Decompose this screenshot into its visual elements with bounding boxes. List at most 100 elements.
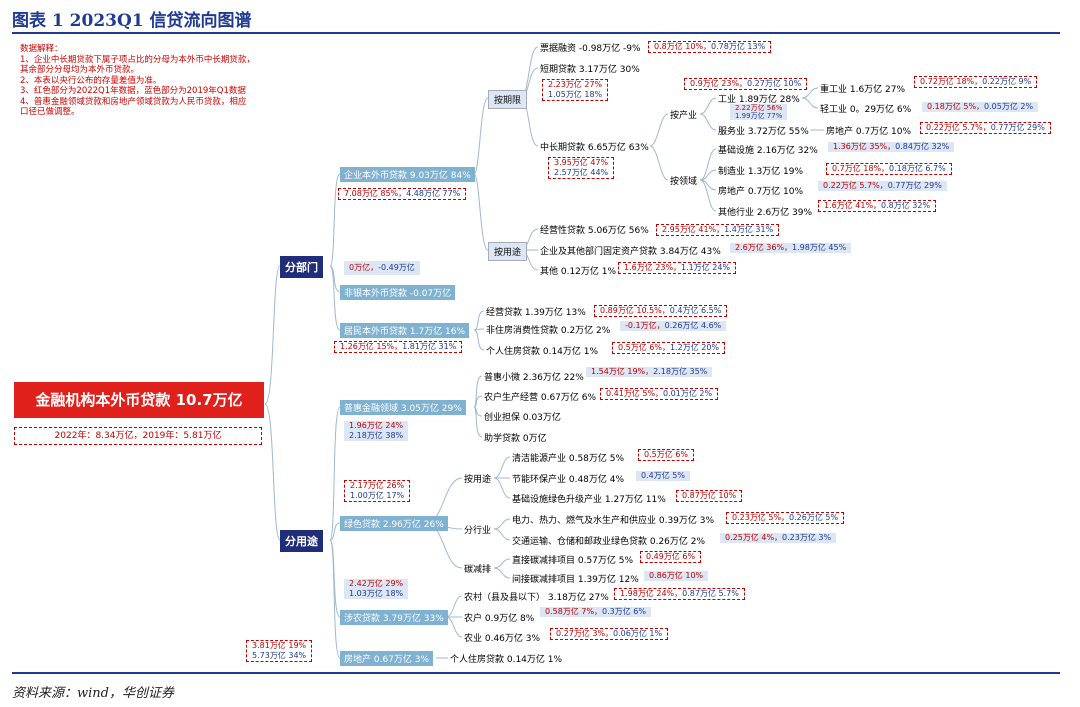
node-household-loans: 居民本外币贷款 1.7万亿 16%: [340, 323, 470, 338]
red-value: 0.49万亿 6%: [646, 552, 696, 561]
red-value: 2.17万亿 26%: [350, 481, 405, 490]
node-industry: 工业 1.89万亿 28%: [718, 95, 800, 105]
blue-value: 0.78万亿 13%: [711, 42, 766, 51]
root-node: 金融机构本外币贷款 10.7万亿: [14, 382, 264, 418]
short-comparison: 2.23万亿 27%1.05万亿 18%: [542, 79, 609, 101]
notes-block: 数据解释： 1、企业中长期贷款下属子项占比的分母为本外币中长期贷款， 其余部分分…: [20, 44, 320, 118]
blue-value: 5.73万亿 34%: [252, 651, 307, 660]
branch-by-use: 分用途: [280, 530, 323, 552]
hh-mort-comparison: 0.5万亿 6%，1.2万亿 20%: [612, 342, 726, 354]
node-direct-carbon: 直接碳减排项目 0.57万亿 5%: [512, 556, 634, 566]
direct-comparison: 0.49万亿 6%: [640, 551, 702, 563]
red-value: 0.5万亿 6%: [644, 450, 688, 459]
light-comparison: 0.18万亿 5%，0.05万亿 2%: [922, 102, 1039, 112]
blue-value: 0.05万亿 2%: [984, 102, 1034, 111]
red-value: 0.22万亿 5.7%，: [926, 123, 991, 132]
node-green-loans: 绿色贷款 2.96万亿 26%: [340, 516, 448, 531]
blue-value: 0.4万亿 6.5%: [669, 306, 722, 315]
source-note: 资料来源：wind，华创证券: [12, 686, 174, 701]
blue-value: 0.22万亿 9%: [982, 77, 1032, 86]
fixed-comparison: 2.6万亿 36%，1.98万亿 45%: [730, 243, 852, 253]
red-value: 0.22万亿 5.7%，: [823, 181, 888, 190]
heavy-comparison: 0.72万亿 18%，0.22万亿 9%: [914, 76, 1038, 88]
agri-comparison: 2.42万亿 29%1.03万亿 18%: [344, 579, 409, 599]
red-value: 0.8万亿 10%，: [654, 42, 712, 51]
red-value: 0.5万亿 6%，: [618, 343, 670, 352]
infra-comparison: 1.36万亿 35%，0.84万亿 32%: [828, 142, 955, 152]
blue-value: 0.18万亿 6.7%: [889, 164, 946, 173]
note-line: 1、企业中长期贷款下属子项占比的分母为本外币中长期贷款，: [20, 54, 255, 65]
branch-green-by-industry: 分行业: [464, 526, 492, 536]
blue-value: 0.84万亿 32%: [895, 142, 950, 151]
mfg-comparison: 0.7万亿 18%，0.18万亿 6.7%: [826, 163, 952, 175]
red-value: 1.26万亿 15%，: [340, 342, 403, 351]
green-comparison: 2.17万亿 26%1.00万亿 17%: [344, 480, 411, 502]
footer-rule: [12, 672, 1060, 674]
infra-up-comparison: 0.87万亿 10%: [676, 490, 743, 502]
blue-value: 1.99万亿 77%: [735, 112, 783, 120]
agr-comparison: 0.27万亿 3%，0.06万亿 1%: [550, 628, 669, 640]
node-startup-guarantee: 创业担保 0.03万亿: [484, 413, 561, 423]
hh-biz-comparison: 0.89万亿 10.5%，0.4万亿 6.5%: [594, 305, 728, 317]
realty1-comparison: 0.22万亿 5.7%，0.77万亿 29%: [920, 122, 1051, 134]
red-value: 0.41万亿 5%，: [606, 389, 664, 398]
blue-value: 2.18万亿 38%: [349, 431, 404, 440]
blue-value: 1.81万亿 31%: [402, 342, 457, 351]
blue-value: 0.3万亿 6%: [602, 607, 647, 616]
red-value: 0.89万亿 10.5%，: [600, 306, 670, 315]
red-value: 0.27万亿 3%，: [556, 629, 614, 638]
inclusive-comparison: 1.96万亿 24%2.18万亿 38%: [344, 421, 409, 441]
note-line: 2、本表以央行公布的存量差值为准。: [20, 75, 162, 86]
blue-value: -0.49万亿: [378, 263, 415, 272]
node-other-loans: 其他 0.12万亿 1%: [540, 267, 617, 277]
node-farm-production: 农户生产经营 0.67万亿 6%: [484, 393, 597, 403]
node-corp-loans: 企业本外币贷款 9.03万亿 84%: [340, 167, 475, 182]
red-value: 0.72万亿 18%，: [920, 77, 983, 86]
red-value: 7.08万亿 85%，: [344, 189, 407, 198]
blue-value: 1.00万亿 17%: [350, 491, 405, 500]
red-value: 0.25万亿 4%，: [725, 533, 783, 542]
trans-comparison: 0.25万亿 4%，0.23万亿 3%: [720, 533, 837, 543]
node-inclusive-finance: 普惠金融领域 3.05万亿 29%: [340, 400, 466, 415]
red-value: 3.81万亿 19%: [252, 641, 307, 650]
red-value: 0.18万亿 5%，: [927, 102, 985, 111]
farm-comparison: 0.41万亿 5%，0.01万亿 2%: [600, 388, 719, 400]
red-value: 1.6万亿 41%，: [824, 201, 882, 210]
blue-value: 0.27万亿 10%: [747, 79, 802, 88]
blue-value: 0.23万亿 3%: [782, 533, 832, 542]
note-line: 其余部分分母均为本外币贷款。: [20, 65, 140, 75]
note-line: 口径已做调整。: [20, 107, 80, 117]
blue-value: 2.18万亿 35%: [653, 367, 708, 376]
red-value: 1.36万亿 35%，: [833, 142, 896, 151]
red-value: 2.6万亿 36%，: [735, 243, 793, 252]
red-value: 2.22万亿 56%: [735, 104, 783, 112]
node-real-estate-domain: 房地产 0.7万亿 10%: [718, 187, 804, 197]
figure-title: 图表 1 2023Q1 信贷流向图谱: [12, 11, 252, 31]
blue-value: 1.4万亿 31%: [724, 225, 774, 234]
farmer-comparison: 0.58万亿 7%，0.3万亿 6%: [540, 607, 652, 617]
red-value: 0.86万亿 10%: [649, 571, 704, 580]
note-line: 3、红色部分为2022Q1年数据，蓝色部分为2019年Q1数据: [20, 86, 246, 96]
node-mid-long-term: 中长期贷款 6.65万亿 63%: [540, 143, 649, 153]
other-ind-comparison: 1.6万亿 41%，0.8万亿 32%: [818, 200, 937, 212]
node-household-consumer: 非住房消费性贷款 0.2万亿 2%: [486, 326, 611, 336]
title-rule: [12, 32, 1060, 34]
micro-comparison: 1.54万亿 19%，2.18万亿 35%: [586, 367, 713, 377]
bill-comparison: 0.8万亿 10%，0.78万亿 13%: [648, 41, 772, 53]
branch-by-sector: 分部门: [280, 256, 323, 278]
realty2-comparison: 0.22万亿 5.7%，0.77万亿 29%: [818, 181, 947, 191]
node-student-loans: 助学贷款 0万亿: [484, 434, 547, 444]
node-farmers: 农户 0.9万亿 8%: [464, 614, 535, 624]
node-light-industry: 轻工业 0。29万亿 6%: [820, 105, 912, 115]
rural-comparison: 1.98万亿 24%，0.87万亿 5.7%: [614, 588, 745, 600]
blue-value: 2.57万亿 44%: [554, 168, 609, 177]
node-bill-financing: 票据融资 -0.98万亿 -9%: [540, 44, 641, 54]
branch-by-domain: 按领域: [670, 177, 698, 187]
oper-comparison: 2.95万亿 41%，1.4万亿 31%: [656, 224, 780, 236]
blue-value: 0.87万亿 5.7%: [682, 589, 739, 598]
red-value: 0.7万亿 18%，: [832, 164, 890, 173]
branch-by-term: 按期限: [488, 90, 528, 109]
node-rural: 农村（县及县以下） 3.18万亿 27%: [464, 593, 609, 603]
realty-use-comparison: 3.81万亿 19%5.73万亿 34%: [246, 640, 313, 662]
blue-value: 0.8万亿 32%: [881, 201, 931, 210]
